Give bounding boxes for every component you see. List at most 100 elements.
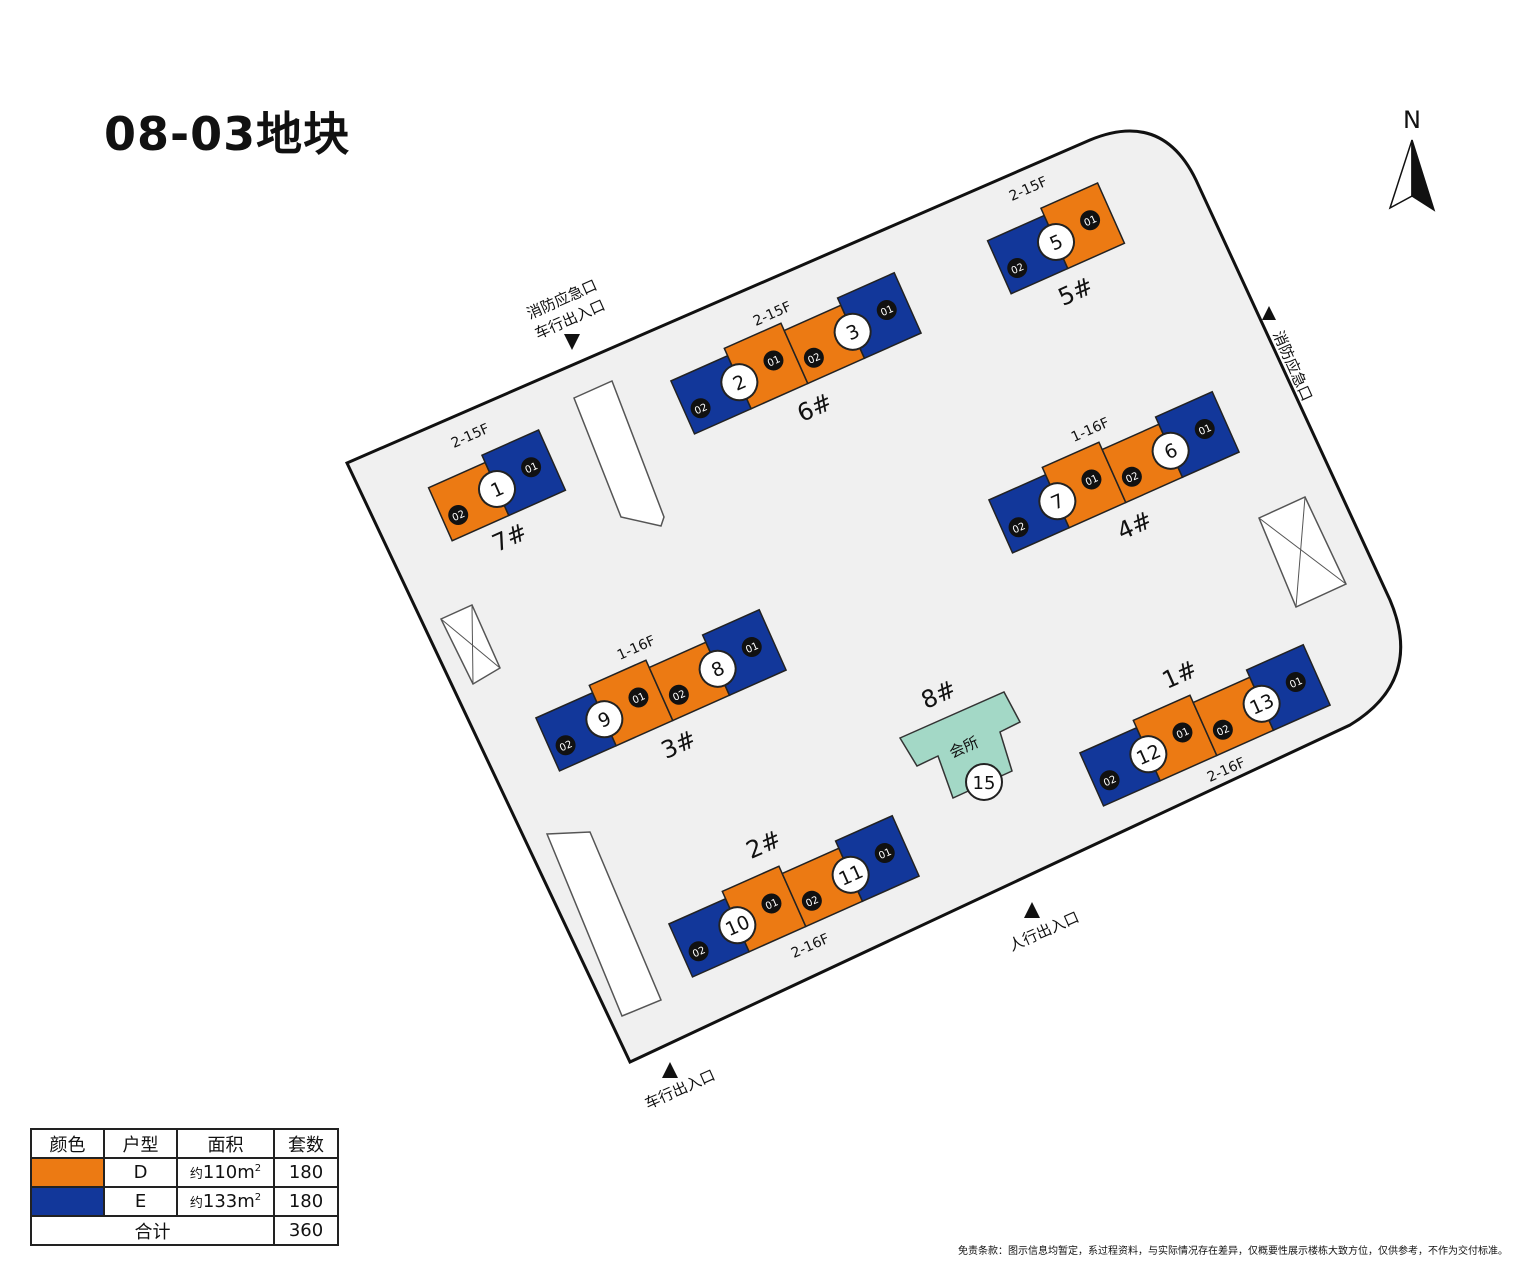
unit-number-circle <box>718 906 757 945</box>
legend-total: 360 <box>273 1215 339 1246</box>
north-label: N <box>1403 106 1421 134</box>
legend-total-row: 合计 360 <box>30 1215 339 1246</box>
unit-number-circle <box>1037 223 1075 261</box>
unit-badge <box>1212 719 1233 740</box>
legend-header-area: 面积 <box>176 1128 275 1159</box>
unit-badge <box>628 687 649 708</box>
unit-badge <box>763 350 784 371</box>
unit-number-circle <box>1038 482 1077 521</box>
legend-header-count: 套数 <box>273 1128 339 1159</box>
legend-type: D <box>103 1157 178 1188</box>
unit-number-circle <box>965 763 1003 801</box>
legend-table: 颜色 户型 面积 套数 D 约110m2 180 E 约133m2 180 合计… <box>30 1128 339 1246</box>
unit-number-circle <box>698 649 737 688</box>
legend-header-type: 户型 <box>103 1128 178 1159</box>
unit-badge-text: 01 <box>1083 214 1099 229</box>
legend-area: 约110m2 <box>176 1157 275 1188</box>
legend-header-color: 颜色 <box>30 1128 105 1159</box>
unit-badge-text: 02 <box>691 945 707 960</box>
legend-count: 180 <box>273 1157 339 1188</box>
entrance-bottom-left-label: 车行出入口 <box>642 1066 718 1113</box>
unit-badge <box>1099 770 1120 791</box>
legend-area: 约133m2 <box>176 1186 275 1217</box>
legend-swatch-d <box>30 1157 105 1188</box>
unit-badge-text: 02 <box>804 895 820 910</box>
unit-badge-text: 01 <box>1084 473 1100 488</box>
unit-badge <box>668 684 689 705</box>
legend-count: 180 <box>273 1186 339 1217</box>
unit-badge-text: 01 <box>744 641 760 656</box>
unit-badge-text: 01 <box>766 354 782 369</box>
unit-number-circle <box>831 855 870 894</box>
unit-number-circle <box>585 700 624 739</box>
unit-badge <box>876 300 897 321</box>
utility-box-left <box>439 604 501 686</box>
unit-number-circle <box>1151 431 1190 470</box>
site-title: 08-03地块 <box>104 107 351 161</box>
site-boundary <box>344 129 1403 1064</box>
legend-header-row: 颜色 户型 面积 套数 <box>30 1128 339 1159</box>
unit-badge-text: 02 <box>1011 521 1027 536</box>
entrance-bottom-right: 人行出入口 <box>1006 902 1082 955</box>
unit-badge <box>1172 722 1193 743</box>
entrance-bottom-right-label: 人行出入口 <box>1006 908 1082 955</box>
arrow-up-icon <box>662 1062 678 1078</box>
arrow-down-icon <box>564 334 580 350</box>
unit-badge-text: 01 <box>1288 676 1304 691</box>
parking-ramp-top <box>573 379 665 527</box>
legend-type: E <box>103 1186 178 1217</box>
clubhouse-number: 15 <box>973 773 996 794</box>
unit-number-circle <box>720 363 759 402</box>
unit-number-circle <box>833 312 872 351</box>
arrow-up-icon <box>1024 902 1040 918</box>
unit-badge <box>1285 672 1306 693</box>
unit-badge-text: 02 <box>1215 724 1231 739</box>
legend-total-label: 合计 <box>30 1215 275 1246</box>
unit-badge-text: 01 <box>877 847 893 862</box>
unit-number-circle <box>1129 735 1168 774</box>
unit-badge <box>761 893 782 914</box>
unit-badge <box>690 398 711 419</box>
unit-badge-text: 01 <box>631 691 647 706</box>
unit-number-circle <box>1242 684 1281 723</box>
unit-badge-text: 01 <box>524 461 540 476</box>
unit-number-circle <box>478 470 516 508</box>
legend-row-e: E 约133m2 180 <box>30 1186 339 1217</box>
north-arrow-icon: N <box>1388 106 1436 212</box>
unit-badge-text: 01 <box>1175 726 1191 741</box>
unit-badge-text: 02 <box>451 509 467 524</box>
unit-badge-text: 02 <box>671 689 687 704</box>
legend-swatch-e <box>30 1186 105 1217</box>
unit-badge <box>1081 469 1102 490</box>
disclaimer: 免责条款：图示信息均暂定，系过程资料，与实际情况存在差异，仅概要性展示楼栋大致方… <box>958 1246 1508 1257</box>
unit-badge <box>1007 258 1028 279</box>
unit-badge-text: 02 <box>693 402 709 417</box>
unit-badge <box>803 347 824 368</box>
arrow-up-icon <box>1262 306 1276 320</box>
unit-badge-text: 02 <box>806 352 822 367</box>
unit-badge-text: 01 <box>1197 423 1213 438</box>
unit-badge-text: 02 <box>1010 262 1026 277</box>
unit-badge <box>874 843 895 864</box>
unit-badge <box>1080 210 1101 231</box>
unit-badge <box>521 457 542 478</box>
unit-badge-text: 02 <box>558 739 574 754</box>
entrance-top-left: 消防应急口 车行出入口 <box>524 276 608 350</box>
parking-ramp-bottom <box>545 831 662 1017</box>
unit-badge <box>448 505 469 526</box>
unit-badge <box>741 637 762 658</box>
utility-box-right <box>1258 496 1348 609</box>
unit-badge <box>801 890 822 911</box>
unit-badge <box>688 941 709 962</box>
unit-badge <box>555 735 576 756</box>
unit-badge-text: 01 <box>764 897 780 912</box>
legend-row-d: D 约110m2 180 <box>30 1157 339 1188</box>
unit-badge-text: 02 <box>1102 774 1118 789</box>
unit-badge-text: 02 <box>1124 471 1140 486</box>
unit-badge <box>1008 517 1029 538</box>
unit-badge-text: 01 <box>879 304 895 319</box>
